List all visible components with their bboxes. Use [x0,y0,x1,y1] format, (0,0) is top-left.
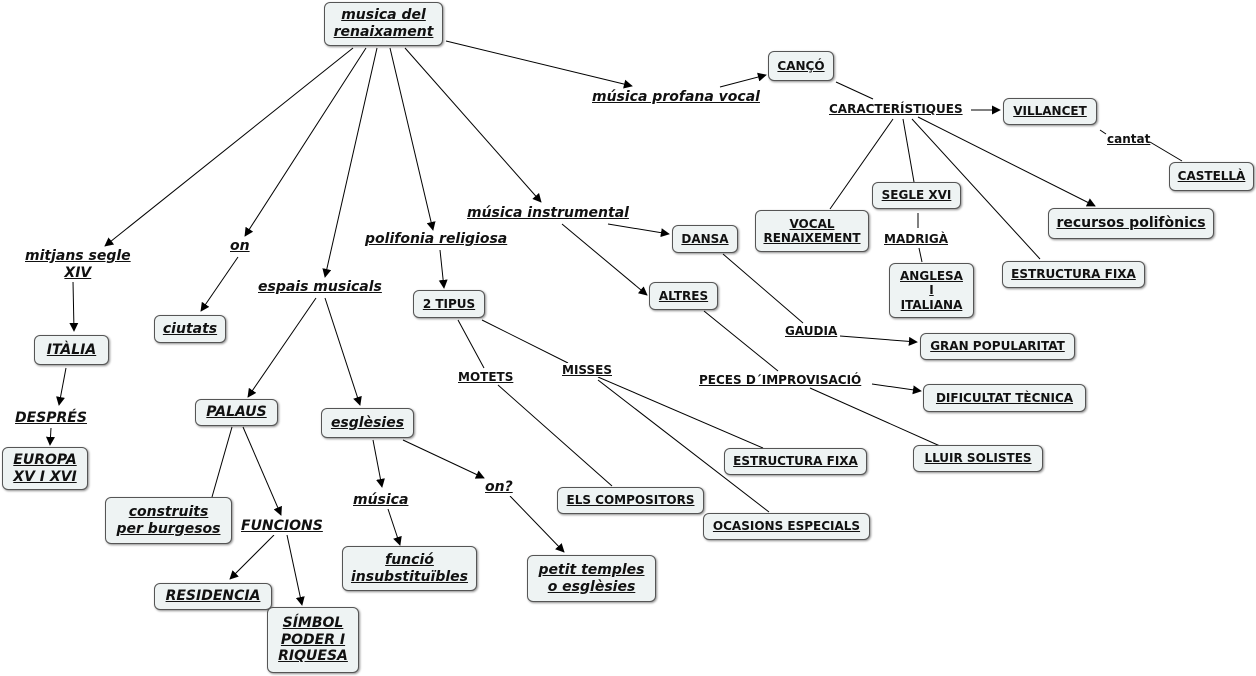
label-motets: MOTETS [458,370,514,385]
label-madriga: MADRIGÀ [884,232,949,247]
node-italia[interactable]: ITÀLIA [34,335,109,365]
node-altres[interactable]: ALTRES [649,282,718,310]
node-segle-xvi[interactable]: SEGLE XVI [872,182,961,209]
node-anglesa-italiana[interactable]: ANGLESA I ITALIANA [889,263,974,318]
node-ocasions-especials[interactable]: OCASIONS ESPECIALS [703,513,870,540]
node-castella[interactable]: CASTELLÀ [1169,162,1254,191]
node-vocal-renaixement[interactable]: VOCAL RENAIXEMENT [755,210,869,252]
node-construits[interactable]: construits per burgesos [105,497,232,544]
node-estructura-fixa-caracteristiques[interactable]: ESTRUCTURA FIXA [1002,261,1145,288]
label-caracteristiques: CARACTERÍSTIQUES [829,102,963,117]
node-petit-temples[interactable]: petit temples o esglèsies [527,555,656,602]
label-despres: DESPRÉS [15,410,87,427]
label-musica-profana-vocal: música profana vocal [592,89,760,106]
node-residencia[interactable]: RESIDENCIA [154,583,272,610]
node-estructura-fixa-misses[interactable]: ESTRUCTURA FIXA [724,448,867,475]
label-musica-instrumental: música instrumental [467,205,629,222]
label-mitjans-segle: mitjans segle XIV [25,248,131,282]
node-lluir-solistes[interactable]: LLUIR SOLISTES [913,445,1043,472]
label-cantat: cantat [1107,132,1151,147]
label-espais-musicals: espais musicals [258,279,382,296]
node-palaus[interactable]: PALAUS [195,399,278,426]
node-ciutats[interactable]: ciutats [154,315,226,343]
label-polifonia-religiosa: polifonia religiosa [365,231,508,248]
node-europa[interactable]: EUROPA XV I XVI [2,447,88,490]
node-esglesies[interactable]: esglèsies [321,408,414,438]
label-musica: música [353,492,409,509]
node-recursos-polifonics[interactable]: recursos polifònics [1048,208,1214,239]
node-dansa[interactable]: DANSA [672,225,738,253]
node-canco[interactable]: CANÇÓ [768,51,834,81]
label-on: on [230,238,250,255]
node-dificultat-tecnica[interactable]: DIFICULTAT TÈCNICA [923,384,1086,412]
node-els-compositors[interactable]: ELS COMPOSITORS [557,487,704,514]
node-simbol[interactable]: SÍMBOL PODER I RIQUESA [267,607,359,673]
label-funcions: FUNCIONS [241,518,323,535]
node-gran-popularitat[interactable]: GRAN POPULARITAT [920,333,1075,360]
node-funcio[interactable]: funció insubstituïbles [342,546,477,591]
node-dos-tipus[interactable]: 2 TIPUS [413,290,485,318]
node-musica-renaixament[interactable]: musica del renaixament [324,2,443,46]
label-peces-improvisacio: PECES D´IMPROVISACIÓ [699,373,862,388]
label-misses: MISSES [562,363,612,378]
label-on-question: on? [485,479,513,496]
label-gaudia: GAUDIA [785,324,838,339]
node-villancet[interactable]: VILLANCET [1003,98,1097,125]
